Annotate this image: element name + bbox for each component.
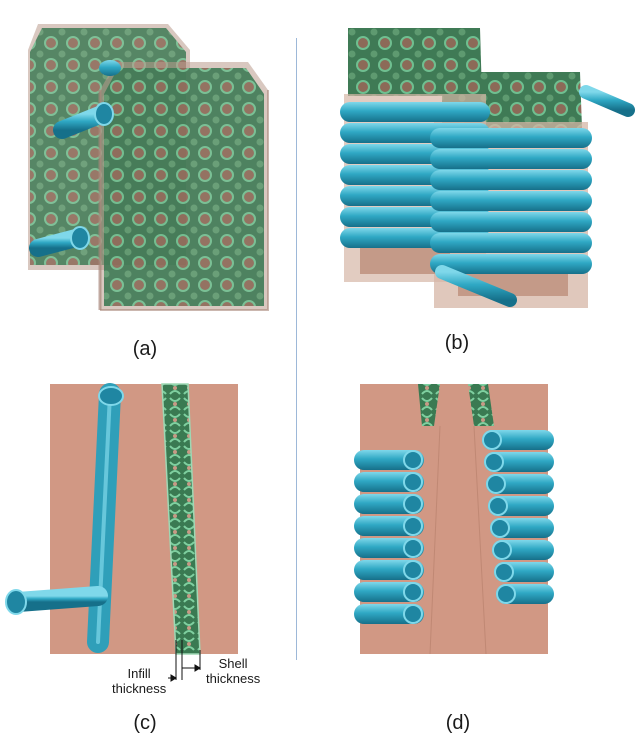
right-coil-stack — [482, 430, 554, 604]
infill-thickness-label: Infill thickness — [112, 666, 166, 696]
panel-divider — [296, 38, 297, 660]
horizontal-inlet-pipe — [5, 586, 108, 615]
caption-c: (c) — [133, 712, 157, 734]
shell-label-line1: Shell — [218, 656, 248, 671]
inlet-pipe-upper — [53, 102, 114, 139]
caption-b: (b) — [444, 332, 470, 354]
shell-label-line2: thickness — [206, 671, 261, 686]
back-pipe-stub — [99, 60, 121, 76]
panel-d-coil-section — [354, 384, 554, 655]
caption-a: (a) — [132, 338, 158, 360]
shell-thickness-label: Shell thickness — [206, 656, 260, 686]
panel-c-cross-section — [5, 383, 238, 682]
left-coil-stack — [354, 450, 424, 624]
caption-d: (d) — [445, 712, 471, 734]
coil-front-block — [430, 128, 592, 274]
inlet-pipe-lower — [29, 226, 90, 257]
infill-label-line2: thickness — [112, 681, 167, 696]
infill-label-line1: Infill — [127, 666, 151, 681]
panel-b-coiled-pipes — [340, 28, 635, 308]
thickness-dimension-arrows — [168, 640, 201, 682]
panel-a-lattice-blocks — [28, 24, 269, 311]
